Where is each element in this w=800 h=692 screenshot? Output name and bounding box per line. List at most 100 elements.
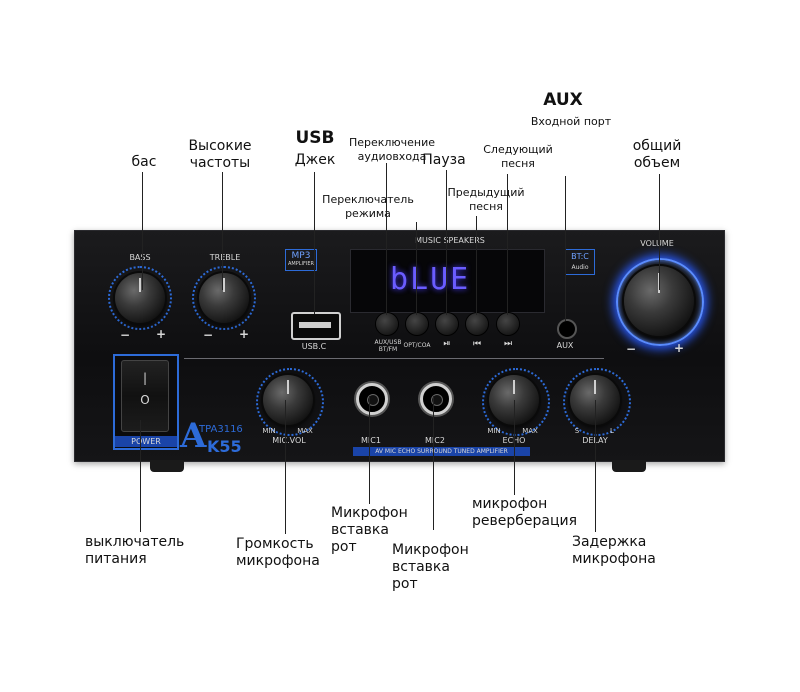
label-usb-sub: Джек xyxy=(294,152,336,168)
previous-button[interactable] xyxy=(466,313,488,335)
bass-knob-ring xyxy=(108,266,172,330)
label-pause: Пауза xyxy=(422,152,466,168)
tagline-text: AV MIC ECHO SURROUND TUNED AMPLIFIER xyxy=(375,448,508,455)
opt-coa-button-label: OPT/COA xyxy=(403,342,431,349)
callout-line-bass xyxy=(142,172,143,290)
delay-knob-ring xyxy=(563,368,631,436)
mic2-label: MIC2 xyxy=(425,436,445,445)
label-aux-sub: Входной порт xyxy=(530,115,612,128)
mic-vol-knob[interactable] xyxy=(263,375,313,425)
aux-jack-label: AUX xyxy=(556,341,574,350)
usb-c-port[interactable] xyxy=(291,312,341,340)
callout-line-echo xyxy=(514,400,515,495)
callout-line-aux xyxy=(565,176,566,321)
bt-badge-text: BT:C xyxy=(571,252,589,261)
aux-usb-button-label: AUX/USB BT/FM xyxy=(374,339,402,353)
treble-knob[interactable] xyxy=(199,273,249,323)
callout-line-mic2 xyxy=(433,396,434,530)
led-display-text: bLUE xyxy=(390,262,471,297)
mic2-jack[interactable] xyxy=(420,383,452,415)
bt-audio-text: Audio xyxy=(571,264,589,271)
volume-plus: + xyxy=(674,341,685,355)
label-bass: бас xyxy=(131,154,157,170)
amplifier-foot-right xyxy=(612,460,646,472)
label-mic-volume: Громкость микрофона xyxy=(236,536,320,569)
mp3-badge: MP3 AMPLIFIER xyxy=(285,249,317,271)
mic-vol-label: MIC.VOL xyxy=(272,436,306,445)
led-display xyxy=(350,249,545,313)
callout-line-mic-vol xyxy=(285,400,286,534)
treble-knob-label: TREBLE xyxy=(209,253,241,262)
echo-max: MAX xyxy=(522,427,538,435)
callout-line-mode xyxy=(416,222,417,315)
power-label: POWER xyxy=(131,437,161,446)
label-aux-title: AUX xyxy=(543,90,583,110)
power-on-mark: | xyxy=(142,371,148,385)
music-speakers-label: MUSIC SPEAKERS xyxy=(415,236,485,245)
model-letter: A xyxy=(180,416,207,456)
play-pause-button[interactable] xyxy=(436,313,458,335)
callout-line-pause xyxy=(446,170,447,315)
input-select-button[interactable] xyxy=(376,313,398,335)
label-usb-title: USB xyxy=(295,128,335,148)
delay-l: L xyxy=(610,427,614,435)
treble-plus: + xyxy=(239,327,250,341)
panel-divider xyxy=(184,358,604,359)
echo-min: MIN xyxy=(487,427,501,435)
callout-line-delay xyxy=(595,400,596,532)
bass-minus: − xyxy=(120,328,131,342)
volume-minus: − xyxy=(626,342,637,356)
mp3-badge-text: MP3 xyxy=(291,251,311,261)
bass-knob-label: BASS xyxy=(129,253,151,262)
label-mic-reverb: микрофон реверберация xyxy=(472,496,578,529)
treble-minus: − xyxy=(203,328,214,342)
volume-knob-glow xyxy=(616,258,704,346)
bt-badge: BT:C Audio xyxy=(565,249,595,275)
bass-knob[interactable] xyxy=(115,273,165,323)
amplifier-badge-text: AMPLIFIER xyxy=(288,261,314,267)
label-next-song: Следующий песня xyxy=(483,143,553,170)
callout-line-power xyxy=(140,420,141,532)
power-switch[interactable]: | O xyxy=(121,360,169,432)
callout-line-usb xyxy=(314,172,315,314)
callout-line-input-switch xyxy=(386,163,387,315)
label-treble: Высокие частоты xyxy=(188,138,252,171)
mic1-label: MIC1 xyxy=(361,436,381,445)
callout-line-mic1 xyxy=(369,396,370,504)
label-total-volume: общий объем xyxy=(632,138,682,171)
tagline-strip xyxy=(353,447,530,456)
callout-line-prev xyxy=(476,216,477,315)
label-mic1-insert: Микрофон вставка рот xyxy=(331,505,408,555)
callout-line-treble xyxy=(222,172,223,290)
model-chip: TPA3116 xyxy=(199,424,243,435)
power-label-bar xyxy=(115,436,177,447)
echo-label: ECHO xyxy=(497,436,531,446)
mic1-jack[interactable] xyxy=(356,383,388,415)
power-off-mark: O xyxy=(140,393,150,407)
play-pause-icon: ⏯ xyxy=(443,339,451,349)
previous-icon: ⏮ xyxy=(472,339,482,349)
mic-vol-max: MAX xyxy=(297,427,313,435)
amplifier-foot-left xyxy=(150,460,184,472)
delay-s: S xyxy=(574,427,580,435)
label-mode-switch: Переключатель режима xyxy=(322,193,414,220)
callout-line-next xyxy=(507,174,508,315)
next-button[interactable] xyxy=(497,313,519,335)
mic-vol-min: MIN xyxy=(262,427,276,435)
label-mic-delay: Задержка микрофона xyxy=(572,534,656,567)
next-icon: ⏭ xyxy=(503,339,513,349)
echo-knob-ring xyxy=(482,368,550,436)
callout-line-volume xyxy=(659,174,660,290)
usb-c-port-tongue xyxy=(299,322,331,328)
label-power-switch: выключатель питания xyxy=(85,534,185,567)
model-number: K55 xyxy=(207,437,242,456)
aux-jack[interactable] xyxy=(557,319,577,339)
label-input-switch: Переключение аудиовхода xyxy=(348,136,436,163)
mode-button[interactable] xyxy=(406,313,428,335)
volume-knob-label: VOLUME xyxy=(640,239,674,248)
treble-knob-ring xyxy=(192,266,256,330)
mic-vol-knob-ring xyxy=(256,368,324,436)
label-mic2-insert: Микрофон вставка рот xyxy=(392,542,469,592)
usb-c-label: USB.C xyxy=(301,342,327,351)
bass-plus: + xyxy=(156,327,167,341)
